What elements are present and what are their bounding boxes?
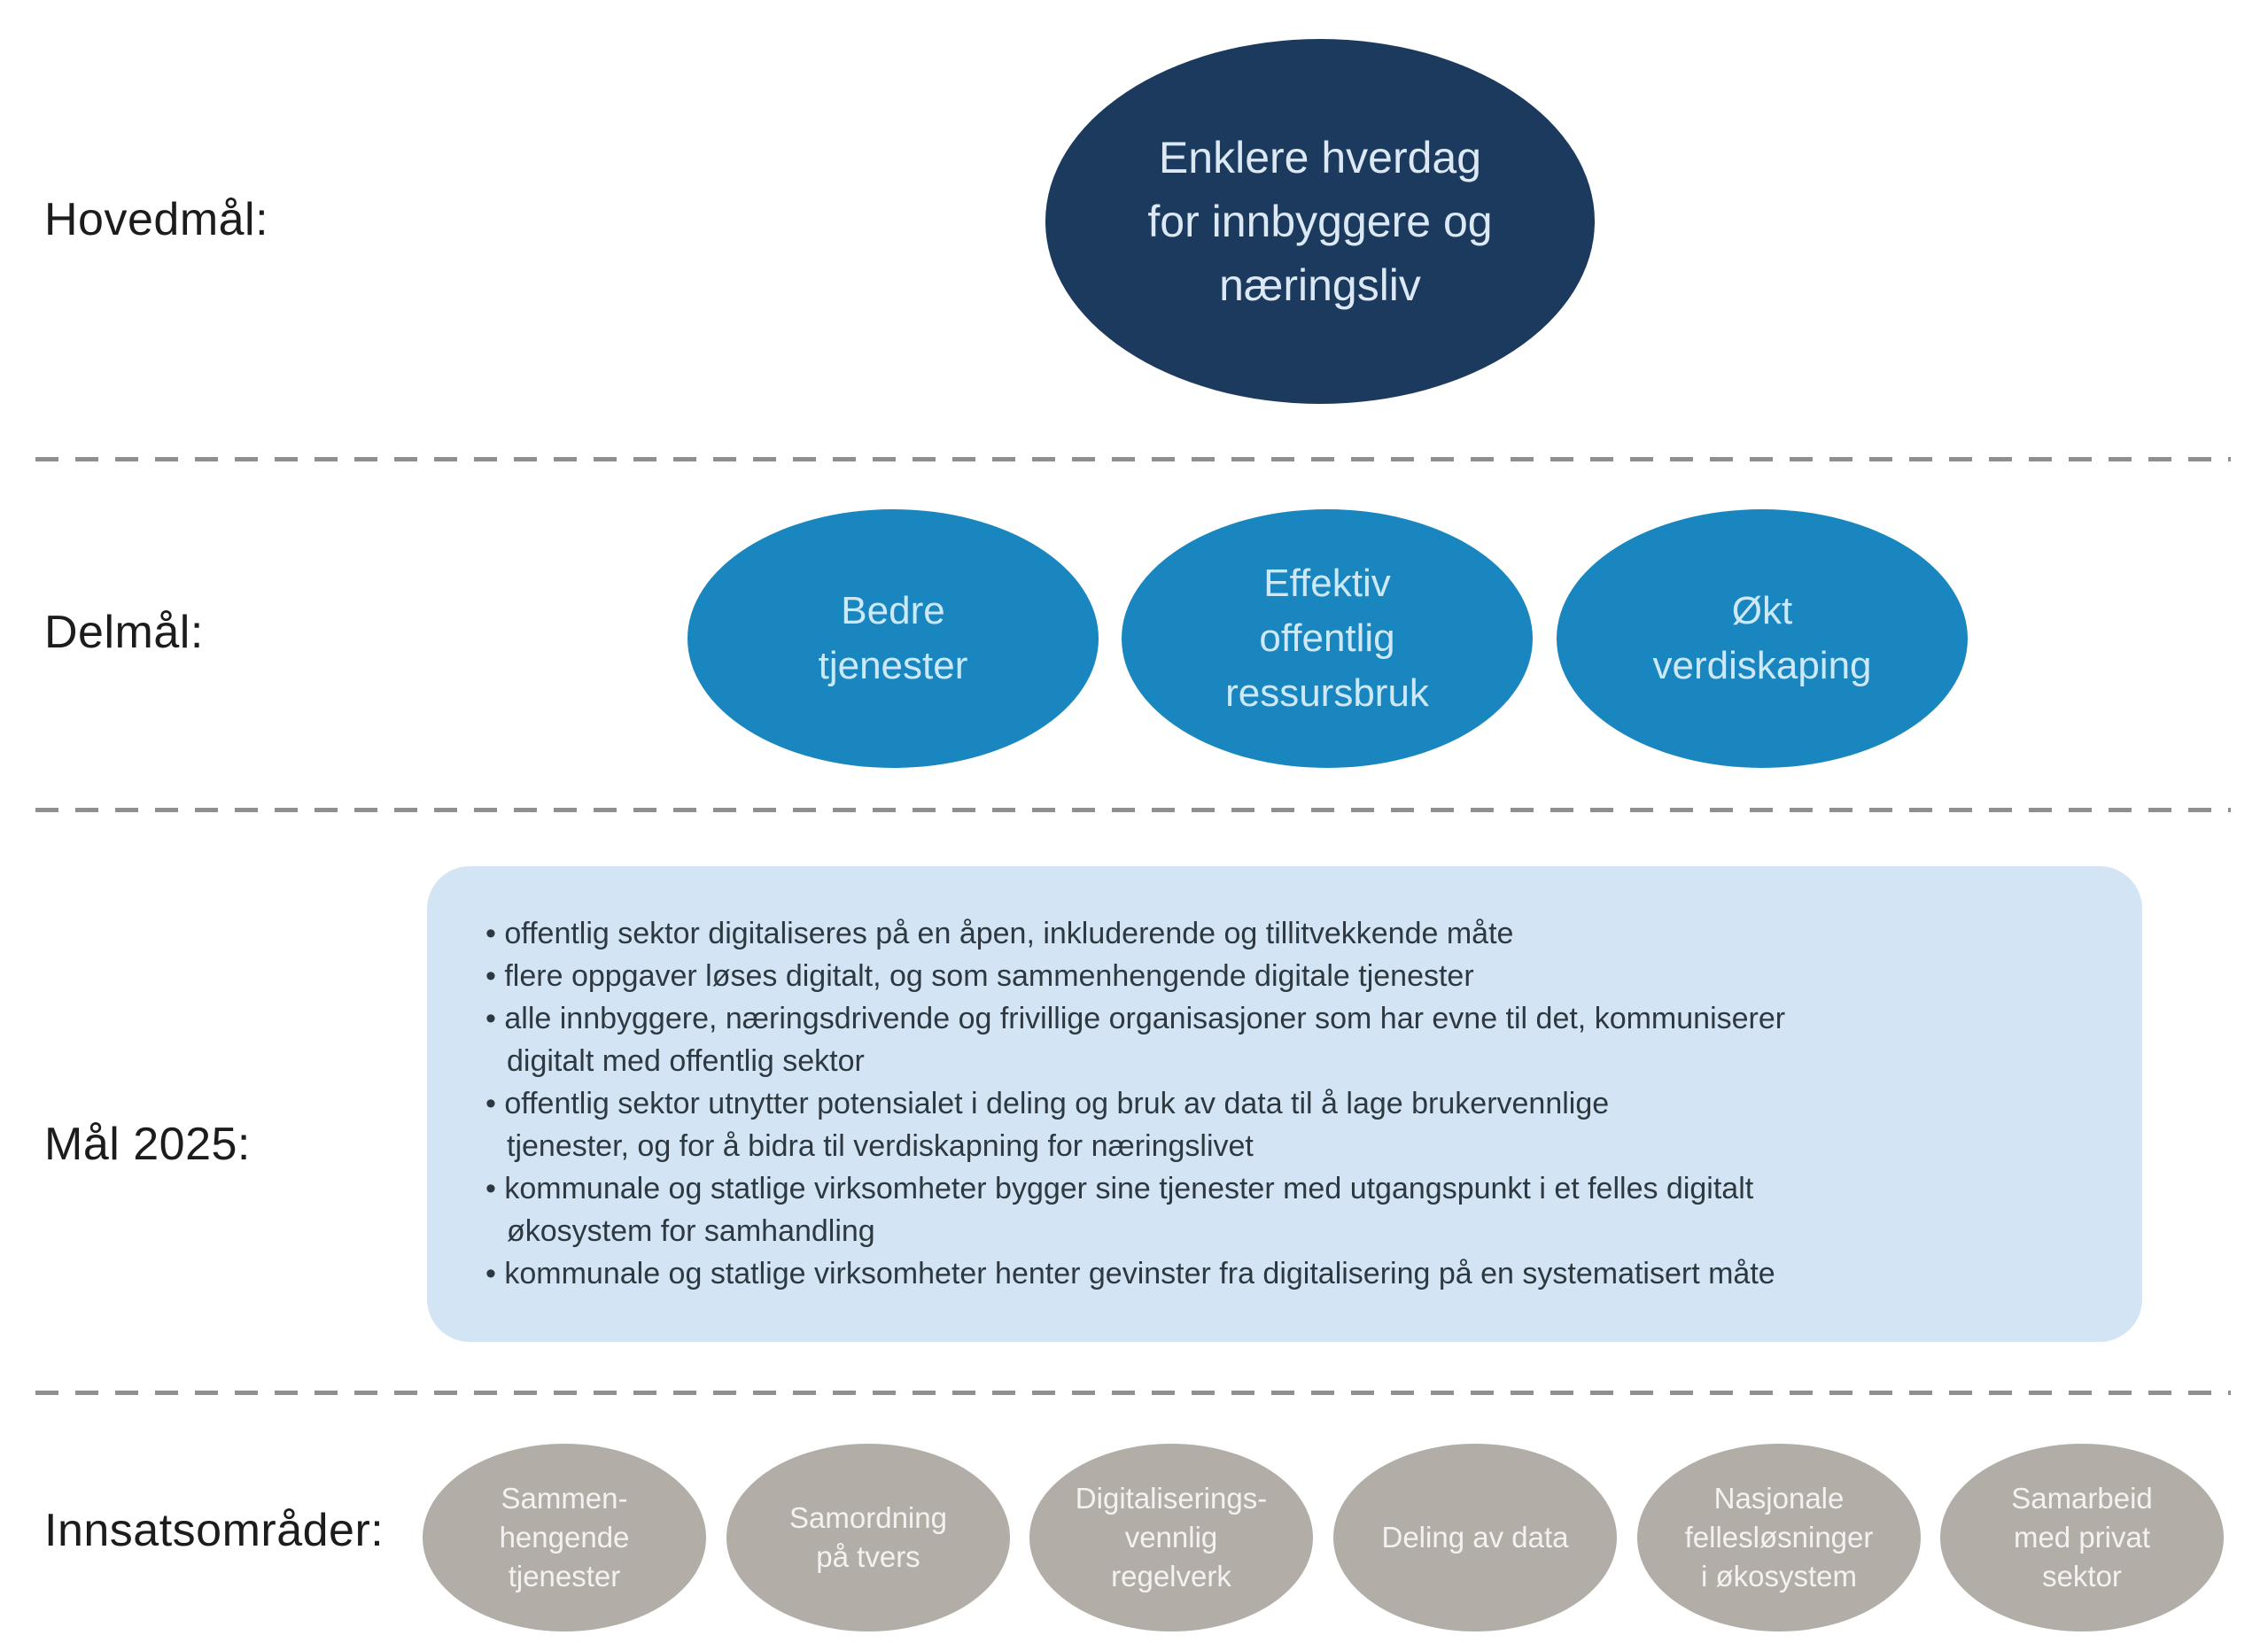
- goals-2025-list: offentlig sektor digitaliseres på en åpe…: [427, 866, 2142, 1295]
- focus-area-ellipse-samarbeid-privat-sektor: Samarbeid med privat sektor: [1940, 1444, 2224, 1631]
- goal-bullet: alle innbyggere, næringsdrivende og friv…: [485, 997, 2107, 1082]
- dashed-divider: [35, 808, 2231, 812]
- row-label-mal-2025: Mål 2025:: [44, 1119, 251, 1170]
- goal-bullet: kommunale og statlige virksomheter bygge…: [485, 1167, 2107, 1252]
- focus-area-ellipse-samordning-pa-tvers: Samordning på tvers: [726, 1444, 1010, 1631]
- row-label-innsatsomrader: Innsatsområder:: [44, 1505, 384, 1556]
- focus-area-ellipse-digitaliseringsvennlig-regelverk: Digitaliserings- vennlig regelverk: [1029, 1444, 1313, 1631]
- goal-bullet: flere oppgaver løses digitalt, og som sa…: [485, 955, 2107, 997]
- subgoal-ellipse-bedre-tjenester: Bedre tjenester: [687, 509, 1099, 768]
- goal-bullet: kommunale og statlige virksomheter hente…: [485, 1252, 2107, 1295]
- main-goal-ellipse: Enklere hverdag for innbyggere og næring…: [1045, 39, 1595, 404]
- subgoal-ellipse-okt-verdiskaping: Økt verdiskaping: [1557, 509, 1968, 768]
- row-label-hovedmal: Hovedmål:: [44, 194, 269, 245]
- dashed-divider: [35, 1391, 2231, 1395]
- dashed-divider: [35, 457, 2231, 461]
- goals-2025-panel: offentlig sektor digitaliseres på en åpe…: [427, 866, 2142, 1342]
- subgoal-ellipse-effektiv-ressursbruk: Effektiv offentlig ressursbruk: [1122, 509, 1533, 768]
- focus-area-ellipse-deling-av-data: Deling av data: [1333, 1444, 1617, 1631]
- row-label-delmal: Delmål:: [44, 607, 204, 658]
- focus-area-ellipse-nasjonale-felleslosninger: Nasjonale fellesløsninger i økosystem: [1637, 1444, 1921, 1631]
- goal-bullet: offentlig sektor digitaliseres på en åpe…: [485, 912, 2107, 955]
- focus-area-ellipse-sammenhengende-tjenester: Sammen- hengende tjenester: [423, 1444, 706, 1631]
- goal-bullet: offentlig sektor utnytter potensialet i …: [485, 1082, 2107, 1167]
